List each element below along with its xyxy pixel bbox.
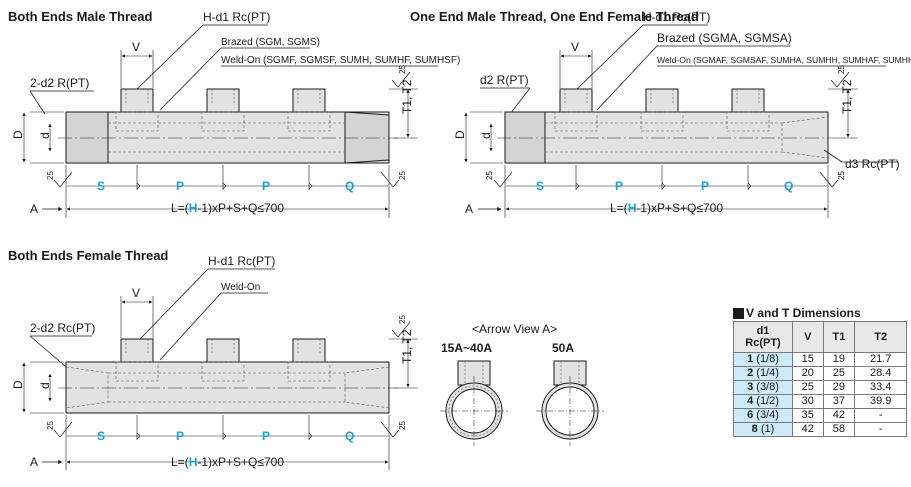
svg-text:25: 25 [46,171,55,180]
panel3-bosses [115,338,331,382]
svg-text:D: D [453,130,467,139]
panel3-female-right [344,366,390,409]
arrow-view-right-label: 50A [552,341,574,355]
panel3-seg-q: Q [345,429,354,443]
panel2-seg-q: Q [784,179,793,193]
col-header-v: V [792,321,824,353]
panel1-seg-p1: P [176,179,184,193]
arrow-view-a: <Arrow View A> 15A~40A 50A [440,322,604,446]
col-header-t2: T2 [854,321,907,353]
panel2-t-label: T1, T2 [840,79,854,114]
panel2-thread-left [504,111,546,164]
panel2-bosses [554,88,770,132]
panel1-leader-top [136,24,204,90]
panel3-left-label: 2-d2 Rc(PT) [30,321,95,335]
panel3-t-label: T1, T2 [400,329,414,364]
panel2-top-label: H-d1 Rc(PT) [643,10,710,24]
panel2-seg-p1: P [615,179,623,193]
panel1-leader-left [29,90,46,115]
panel2-brazed-label: Brazed (SGMA, SGMSA) [657,31,792,45]
panel1-v-label: V [132,40,140,54]
panel1-top-label: H-d1 Rc(PT) [203,10,270,24]
panel1-roughness-mark [391,71,411,88]
panel2-seg-s: S [536,179,544,193]
panel-both-female: Both Ends Female Thread H-d1 Rc(PT) Weld… [8,248,418,470]
panel1-arrow-a-label: A [30,202,38,216]
panel2-title: One End Male Thread, One End Female Thre… [410,9,699,24]
svg-text:25: 25 [398,315,407,324]
svg-text:d: d [38,382,52,389]
panel1-seg-q: Q [345,179,354,193]
svg-text:d: d [479,132,493,139]
panel1-bosses [115,88,331,132]
table-title: V and T Dimensions [733,305,907,321]
svg-text:V: V [132,286,140,300]
svg-text:A: A [465,202,473,216]
panel-male-female: One End Male Thread, One End Female Thre… [410,9,911,218]
arrow-view-left-label: 15A~40A [441,341,492,355]
panel1-leader-brazed [159,47,222,111]
panel3-top-label: H-d1 Rc(PT) [208,254,275,268]
panel1-thread-left [65,111,109,164]
panel1-t-label: T1, T2 [400,79,414,114]
panel3-seg-s: S [97,429,105,443]
panel2-seg-p2: P [701,179,709,193]
panel3-pipe-body [65,361,390,414]
panel1-seg-s: S [97,179,105,193]
panel1-seg-p2: P [262,179,270,193]
svg-text:25: 25 [46,421,55,430]
panel1-weld-label: Weld-On (SGMF, SGMSF, SUMH, SUMHF, SUMHS… [221,55,460,66]
panel2-formula: L=(H-1)xP+S+Q≤700 [610,201,723,215]
svg-text:A: A [30,455,38,469]
svg-text:25: 25 [485,171,494,180]
panel1-thread-right [344,111,390,164]
panel2-left-label: d2 R(PT) [480,73,529,87]
svg-text:D: D [11,380,25,389]
panel2-weld-label: Weld-On (SGMAF, SGMSAF, SUMHA, SUMHH, SU… [657,55,911,65]
svg-text:25: 25 [398,171,407,180]
panel3-seg-p1: P [176,429,184,443]
col-header-t1: T1 [822,321,856,353]
panel1-d-outer-label: D [11,130,25,139]
panel1-title: Both Ends Male Thread [8,9,153,24]
panel1-pipe-body [65,111,390,164]
panel3-seg-p2: P [262,429,270,443]
svg-text:25: 25 [837,171,846,180]
panel-both-male: Both Ends Male Thread H-d1 Rc(PT) Brazed… [8,9,460,218]
panel1-roughness-label: 25 [398,65,407,74]
panel2-pipe-body [504,111,829,164]
svg-text:25: 25 [837,65,846,74]
table-title-square-icon [733,307,744,319]
panel2-female-end [782,111,829,164]
panel1-d-inner-label: d [38,132,52,139]
panel3-formula: L=(H-1)xP+S+Q≤700 [171,455,284,469]
panel3-weld-label: Weld-On [221,282,260,293]
panel3-female-left [65,366,109,409]
svg-text:25: 25 [398,421,407,430]
panel1-left-label: 2-d2 R(PT) [30,76,89,90]
panel1-brazed-label: Brazed (SGM, SGMS) [221,37,320,48]
panel3-title: Both Ends Female Thread [8,248,168,263]
panel1-formula: L=(H-1)xP+S+Q≤700 [171,201,284,215]
svg-text:V: V [571,40,579,54]
panel2-right-label: d3 Rc(PT) [845,157,900,171]
arrow-view-title: <Arrow View A> [472,322,557,336]
